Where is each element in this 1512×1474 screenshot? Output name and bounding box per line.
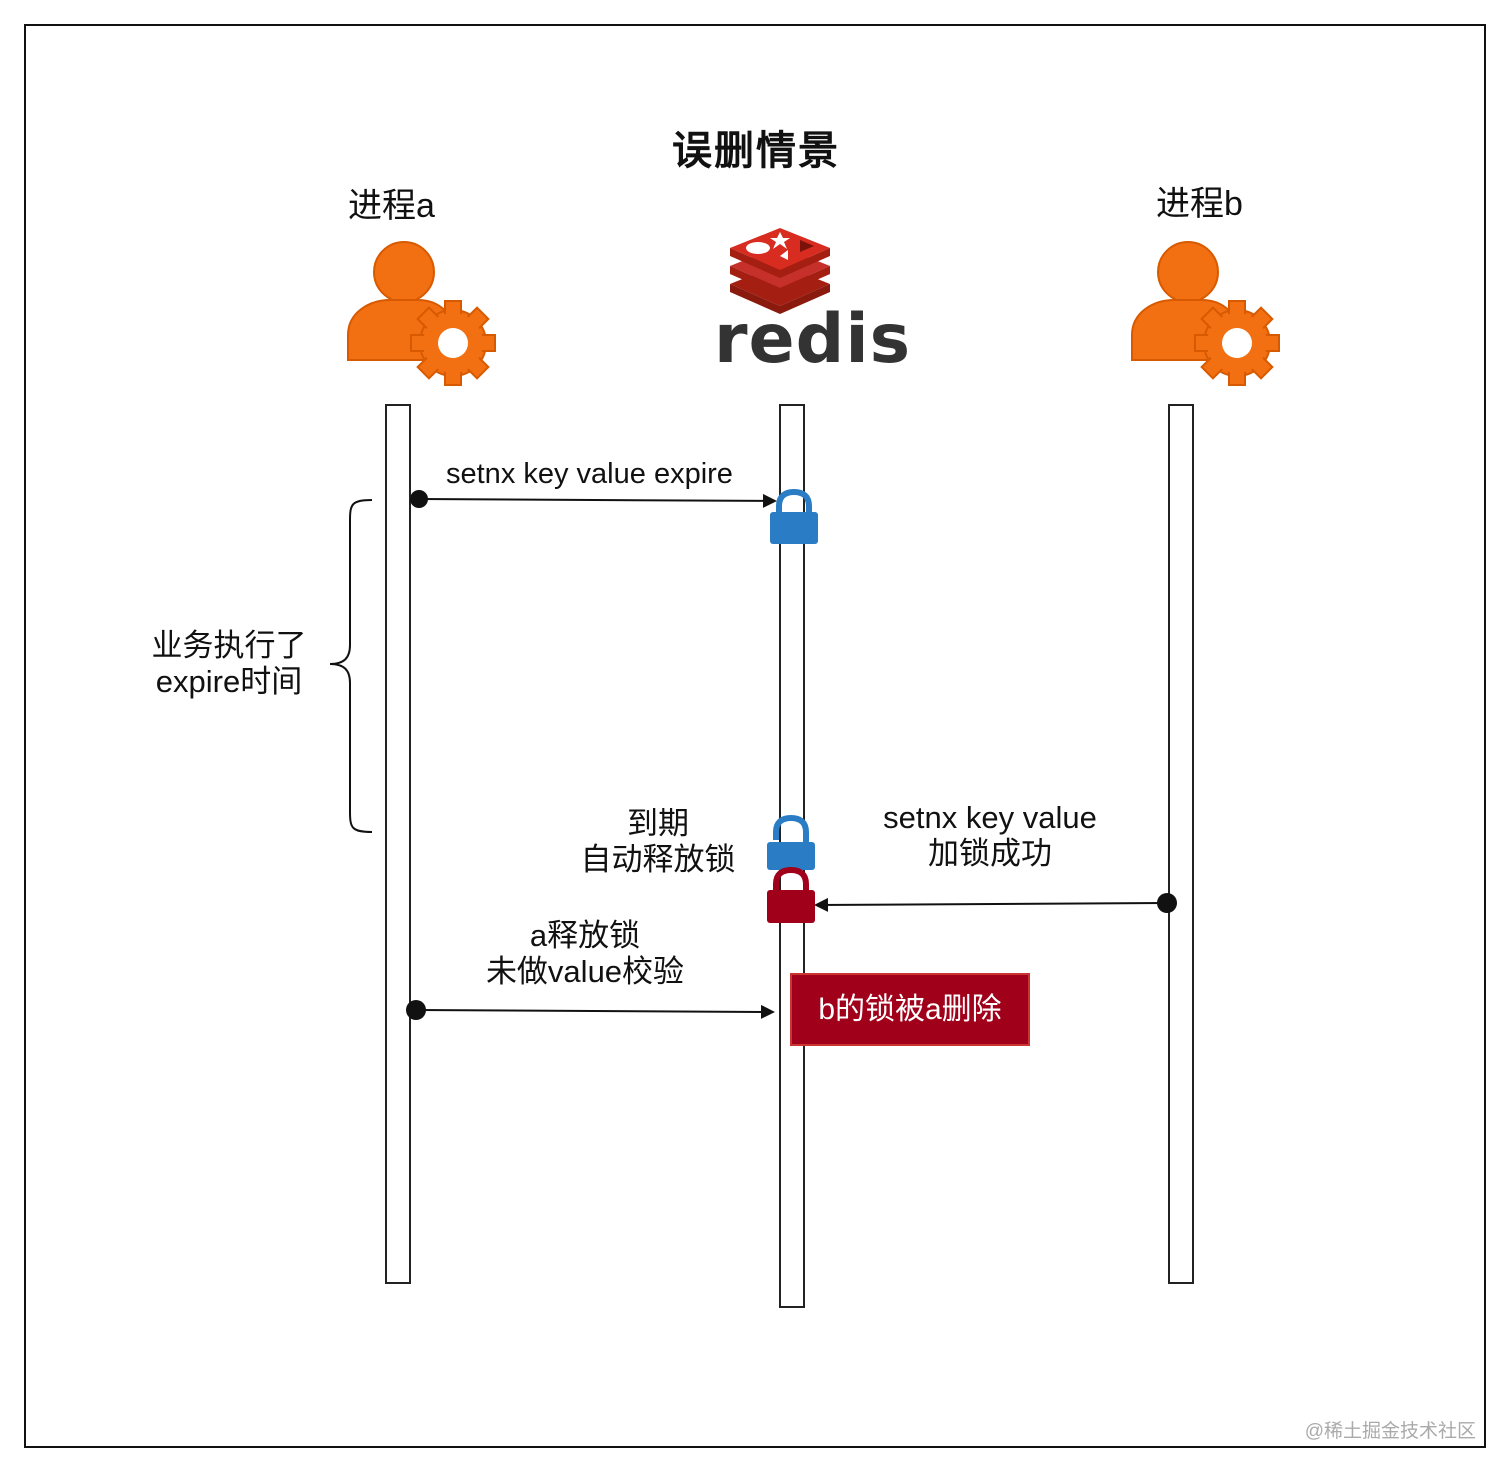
redis-stack-icon xyxy=(730,228,830,314)
user-gear-icon xyxy=(1131,241,1280,386)
message-label-a-setnx: setnx key value expire xyxy=(446,458,733,490)
lock-closed-icon xyxy=(770,488,818,544)
brace-label-line2: expire时间 xyxy=(155,664,303,699)
message-label-b-setnx-line2: 加锁成功 xyxy=(928,836,1052,871)
message-arrow-a-release xyxy=(406,1000,775,1020)
diagram-frame xyxy=(24,24,1486,1448)
delete-note-box: b的锁被a删除 xyxy=(790,973,1030,1046)
message-label-a-release-line1: a释放锁 xyxy=(529,918,641,953)
lifeline-process-b xyxy=(1168,404,1194,1284)
watermark: @稀土掘金技术社区 xyxy=(1304,1421,1476,1442)
lifeline-process-a xyxy=(385,404,411,1284)
message-arrow-b-setnx xyxy=(814,893,1177,913)
process-a-label: 进程a xyxy=(348,187,435,225)
process-b-label: 进程b xyxy=(1156,185,1243,223)
expire-note: 到期 自动释放锁 xyxy=(575,806,741,878)
diagram-title: 误删情景 xyxy=(672,129,840,173)
message-arrow-a-setnx xyxy=(410,490,777,508)
message-label-b-setnx: setnx key value 加锁成功 xyxy=(876,800,1104,872)
lock-closed-icon xyxy=(767,866,815,923)
user-gear-icon xyxy=(347,241,496,386)
message-label-a-release-line2: 未做value校验 xyxy=(485,954,685,989)
brace-label: 业务执行了 expire时间 xyxy=(150,628,308,700)
brace-label-line1: 业务执行了 xyxy=(151,628,307,663)
duration-brace xyxy=(329,499,373,833)
expire-note-line1: 到期 xyxy=(627,806,689,841)
expire-note-line2: 自动释放锁 xyxy=(580,842,736,877)
lock-open-icon xyxy=(767,814,815,870)
message-label-b-setnx-line1: setnx key value xyxy=(883,800,1097,835)
redis-logo-text: redis xyxy=(714,300,912,379)
message-label-a-release: a释放锁 未做value校验 xyxy=(480,918,690,990)
